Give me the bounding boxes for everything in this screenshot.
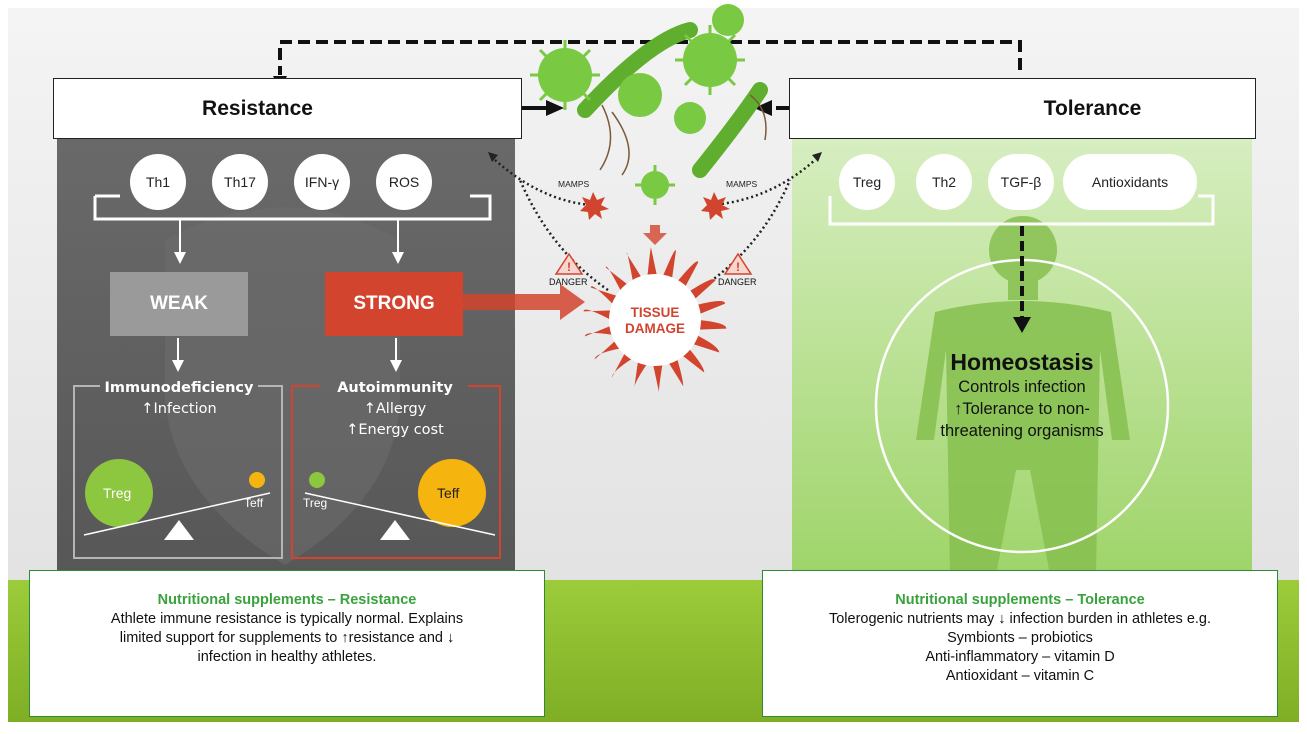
weak-treg-label: Treg: [103, 485, 132, 501]
mamps-star-left-icon: [580, 192, 609, 220]
teff-circle-small: [249, 472, 265, 488]
strong-teff-label: Teff: [437, 485, 460, 501]
mediator-th1: Th1: [130, 154, 186, 210]
mediator-ifn-gamma: IFN-γ: [294, 154, 350, 210]
tissue-damage-ray: [653, 363, 663, 392]
tissue-damage-ray: [583, 309, 613, 320]
supplements-resistance-title: Nutritional supplements – Resistance: [157, 592, 417, 608]
danger-left-icon: [554, 252, 584, 275]
mediator-treg: Treg: [839, 154, 895, 210]
danger-left-label: DANGER: [549, 277, 588, 287]
strong-outcome-line-2: ↑Energy cost: [346, 422, 444, 438]
weak-fulcrum: [164, 520, 194, 540]
mediator-tgf-beta: TGF-β: [988, 154, 1054, 210]
supplements-resistance-box: Nutritional supplements – Resistance Ath…: [29, 570, 545, 717]
mediator-antioxidants: Antioxidants: [1063, 154, 1197, 210]
tissue-damage-line-2: DAMAGE: [625, 321, 685, 336]
strong-outcome: Autoimmunity ↑Allergy ↑Energy cost: [300, 378, 490, 441]
tolerance-title: Tolerance: [1043, 96, 1142, 120]
tolerance-title-box: Tolerance: [789, 78, 1256, 139]
tolerance-bracket: [828, 194, 1215, 226]
resistance-title-box: Resistance: [53, 78, 522, 139]
tissue-damage-icon: [583, 247, 727, 392]
homeostasis-block: Homeostasis Controls infection ↑Toleranc…: [890, 348, 1154, 442]
homeostasis-line-1: Controls infection: [958, 378, 1086, 396]
weak-outcome-bracket: [73, 385, 283, 559]
homeostasis-line-2: ↑Tolerance to non-: [954, 400, 1090, 418]
supplements-tolerance-line-4: Antioxidant – vitamin C: [945, 668, 1095, 684]
strong-label: STRONG: [325, 272, 463, 336]
weak-outcome-title: Immunodeficiency: [104, 380, 254, 396]
treg-circle-large: [85, 459, 153, 527]
tissue-damage-ray: [668, 358, 684, 387]
supplements-resistance-line-3: infection in healthy athletes.: [197, 649, 377, 665]
tissue-damage-ray: [634, 360, 648, 389]
weak-teff-label: Teff: [244, 496, 264, 510]
strong-outcome-line-1: ↑Allergy: [363, 401, 427, 417]
mediator-th2: Th2: [916, 154, 972, 210]
tissue-damage-ray: [688, 279, 716, 300]
danger-right-label: DANGER: [718, 277, 757, 287]
strong-outcome-title: Autoimmunity: [337, 380, 453, 396]
tissue-damage-ray: [605, 266, 629, 292]
strong-to-damage-arrow: [463, 284, 585, 320]
tissue-damage-ray: [662, 250, 676, 280]
tissue-damage-ray: [697, 320, 727, 330]
tissue-damage-ray: [584, 325, 614, 337]
strong-fulcrum: [380, 520, 410, 540]
tissue-damage-line-1: TISSUE: [630, 305, 680, 320]
mamps-left-label: MAMPS: [558, 179, 590, 189]
svg-text:!: !: [567, 260, 571, 274]
strong-treg-label: Treg: [303, 496, 328, 510]
strong-outcome-bracket: [291, 385, 501, 559]
supplements-resistance-line-1: Athlete immune resistance is typically n…: [110, 611, 464, 627]
pathogen-cluster-icon: [530, 4, 768, 205]
homeostasis-line-3: threatening organisms: [940, 422, 1104, 440]
weak-outcome: Immunodeficiency ↑Infection: [84, 378, 274, 420]
tissue-damage-ray: [647, 247, 657, 277]
supplements-tolerance-box: Nutritional supplements – Tolerance Tole…: [762, 570, 1278, 717]
tissue-damage-label: TISSUE DAMAGE: [605, 305, 705, 337]
tissue-damage-ray: [696, 300, 726, 315]
mamps-star-right-icon: [701, 192, 730, 220]
supplements-tolerance-line-1: Tolerogenic nutrients may ↓ infection bu…: [828, 611, 1212, 627]
supplements-resistance-line-2: limited support for supplements to ↑resi…: [119, 630, 455, 646]
tissue-damage-ray: [677, 261, 699, 288]
homeostasis-title: Homeostasis: [950, 349, 1094, 375]
resistance-title: Resistance: [202, 96, 313, 120]
tissue-damage-ray: [681, 348, 705, 373]
resistance-bracket: [93, 194, 492, 221]
teff-circle-large: [418, 459, 486, 527]
supplements-tolerance-line-2: Symbionts – probiotics: [947, 630, 1093, 646]
mediator-ros: ROS: [376, 154, 432, 210]
tissue-damage-ray: [611, 352, 633, 378]
supplements-tolerance-title: Nutritional supplements – Tolerance: [895, 592, 1145, 608]
tissue-damage-ray: [626, 252, 642, 282]
mamps-right-label: MAMPS: [726, 179, 758, 189]
treg-circle-small: [309, 472, 325, 488]
svg-text:!: !: [736, 260, 740, 274]
weak-outcome-line-1: ↑Infection: [141, 401, 217, 417]
tissue-damage-ray: [692, 335, 720, 353]
tissue-damage-ray: [590, 286, 618, 305]
danger-right-icon: [723, 252, 753, 275]
tissue-damage-ray: [594, 340, 622, 360]
mediator-th17: Th17: [212, 154, 268, 210]
weak-label: WEAK: [110, 272, 248, 336]
supplements-tolerance-line-3: Anti-inflammatory – vitamin D: [925, 649, 1115, 665]
